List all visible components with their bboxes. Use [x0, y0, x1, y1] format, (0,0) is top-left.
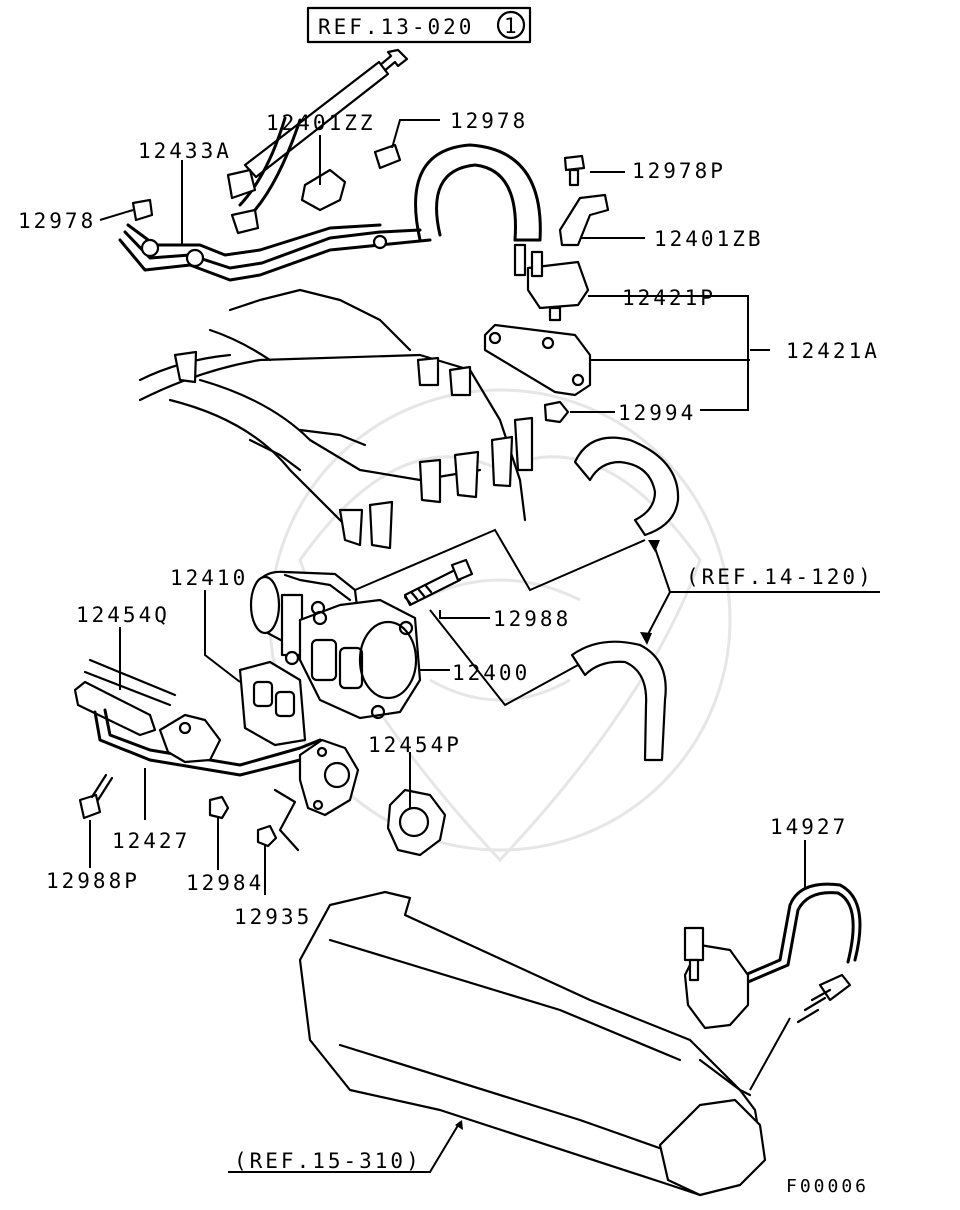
- arrow-head-ref15-icon: [455, 1120, 463, 1130]
- oxygen-sensor-14927: [683, 882, 862, 1030]
- label-12401ZB[interactable]: 12401ZB: [654, 227, 764, 251]
- label-12988P[interactable]: 12988P: [46, 869, 140, 893]
- gasket-12454P: [386, 788, 447, 857]
- arrow-head-lower-icon: [640, 632, 652, 645]
- label-12410[interactable]: 12410: [170, 566, 248, 590]
- label-12978-top[interactable]: 12978: [450, 109, 528, 133]
- nut-12984: [208, 795, 230, 820]
- label-ref-15-310[interactable]: (REF.15-310): [234, 1149, 422, 1173]
- hose-upper-ref14: [573, 436, 680, 537]
- catalytic-converter: [298, 890, 767, 1197]
- label-12421P[interactable]: 12421P: [622, 286, 716, 310]
- label-12454P[interactable]: 12454P: [368, 733, 462, 757]
- intake-manifold: [138, 288, 534, 550]
- nut-12935: [256, 824, 278, 848]
- ref-13-020-box[interactable]: REF.13-020 1: [306, 6, 532, 44]
- label-12984[interactable]: 12984: [186, 871, 264, 895]
- ref-13-020-circled-number: 1: [504, 14, 520, 38]
- label-12427[interactable]: 12427: [112, 829, 190, 853]
- leader-lines: [89, 119, 880, 1173]
- bolt-12978-left: [131, 198, 154, 222]
- label-12935[interactable]: 12935: [234, 905, 312, 929]
- gasket-12410: [238, 660, 307, 747]
- solenoid-valve-12421P: [513, 243, 590, 322]
- label-12401ZZ[interactable]: 12401ZZ: [266, 111, 376, 135]
- bolt-12988: [403, 558, 474, 607]
- bolt-12978P: [563, 154, 586, 187]
- label-12978P[interactable]: 12978P: [632, 159, 726, 183]
- nut-12994: [543, 400, 570, 424]
- label-ref-14-120[interactable]: (REF.14-120): [686, 565, 874, 589]
- label-12988[interactable]: 12988: [493, 607, 571, 631]
- label-12400[interactable]: 12400: [452, 661, 530, 685]
- label-12978-left[interactable]: 12978: [18, 209, 96, 233]
- plate-12421A: [483, 323, 592, 397]
- vacuum-hose-group: [238, 60, 542, 242]
- figure-code: F00006: [786, 1176, 869, 1197]
- bolt-12978-top: [373, 143, 402, 170]
- label-12454Q[interactable]: 12454Q: [76, 603, 170, 627]
- label-14927[interactable]: 14927: [770, 815, 848, 839]
- label-12433A[interactable]: 12433A: [138, 139, 232, 163]
- egr-valve-body-12400: [298, 598, 422, 720]
- hose-lower-ref14: [570, 640, 667, 762]
- egr-pipe-12427: [73, 658, 360, 852]
- bracket-12401ZZ: [300, 168, 347, 212]
- label-12994[interactable]: 12994: [618, 401, 696, 425]
- bolt-12988P: [78, 773, 114, 820]
- bracket-12401ZB: [558, 193, 610, 247]
- arrow-head-upper-icon: [648, 540, 660, 552]
- pipe-assembly-12433A: [118, 168, 432, 282]
- ref-13-020-text: REF.13-020: [318, 15, 474, 39]
- label-12421A[interactable]: 12421A: [786, 339, 880, 363]
